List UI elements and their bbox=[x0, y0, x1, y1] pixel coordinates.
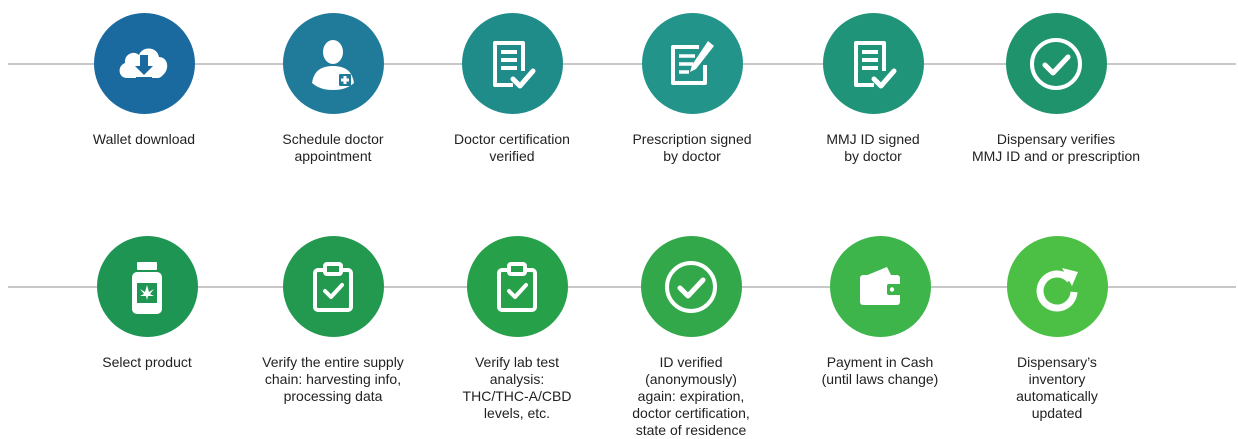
step-label: Wallet download bbox=[92, 131, 196, 147]
step-dispensary-verifies: Dispensary verifies MMJ ID and or prescr… bbox=[946, 13, 1166, 165]
step-label: Doctor certification verified bbox=[454, 131, 570, 164]
step-schedule-appointment: Schedule doctor appointment bbox=[233, 13, 433, 165]
wallet-icon bbox=[860, 266, 902, 305]
step-label: MMJ ID signed by doctor bbox=[826, 131, 920, 164]
step-circle bbox=[93, 13, 195, 114]
step-label: Schedule doctor appointment bbox=[282, 131, 384, 164]
check-circle-icon bbox=[665, 260, 717, 313]
step-circle bbox=[641, 13, 743, 114]
step-label: Payment in Cash (until laws change) bbox=[821, 354, 939, 387]
step-circle bbox=[282, 236, 384, 337]
step-circle bbox=[461, 13, 563, 114]
step-label: Verify the entire supply chain: harvesti… bbox=[262, 354, 404, 404]
step-label: Select product bbox=[102, 354, 192, 370]
step-circle bbox=[96, 236, 198, 337]
cloud-download-icon bbox=[119, 47, 168, 80]
step-label: Verify lab test analysis: THC/THC-A/CBD … bbox=[462, 354, 572, 421]
timeline-line-row-1 bbox=[8, 63, 1236, 65]
step-payment-cash: Payment in Cash (until laws change) bbox=[780, 236, 980, 388]
step-circle bbox=[829, 236, 931, 337]
doctor-icon bbox=[312, 39, 354, 90]
step-circle bbox=[822, 13, 924, 114]
step-inventory-updated: Dispensary’s inventory automatically upd… bbox=[957, 236, 1157, 422]
step-verify-lab-test: Verify lab test analysis: THC/THC-A/CBD … bbox=[417, 236, 617, 422]
step-label: Dispensary’s inventory automatically upd… bbox=[1016, 354, 1098, 421]
step-select-product: Select product bbox=[47, 236, 247, 371]
clipboard-check-icon bbox=[313, 261, 353, 312]
product-jar-icon bbox=[132, 261, 162, 314]
step-circle bbox=[1006, 236, 1108, 337]
step-wallet-download: Wallet download bbox=[44, 13, 244, 148]
document-check-icon bbox=[854, 40, 897, 88]
step-label: Dispensary verifies MMJ ID and or prescr… bbox=[971, 131, 1141, 164]
check-circle-icon bbox=[1030, 37, 1082, 90]
refresh-icon bbox=[1036, 267, 1078, 311]
step-prescription-signed: Prescription signed by doctor bbox=[592, 13, 792, 165]
clipboard-check-icon bbox=[497, 261, 537, 312]
step-doctor-certification: Doctor certification verified bbox=[412, 13, 612, 165]
step-circle bbox=[282, 13, 384, 114]
step-label: Prescription signed by doctor bbox=[632, 131, 752, 164]
document-check-icon bbox=[493, 40, 536, 88]
step-circle bbox=[466, 236, 568, 337]
document-pen-icon bbox=[671, 40, 714, 85]
step-label: ID verified (anonymously) again: expirat… bbox=[632, 354, 750, 438]
step-id-verified: ID verified (anonymously) again: expirat… bbox=[591, 236, 791, 439]
step-verify-supply-chain: Verify the entire supply chain: harvesti… bbox=[233, 236, 433, 405]
step-mmj-id-signed: MMJ ID signed by doctor bbox=[773, 13, 973, 165]
timeline-line-row-2 bbox=[8, 286, 1236, 288]
step-circle bbox=[1005, 13, 1107, 114]
step-circle bbox=[640, 236, 742, 337]
